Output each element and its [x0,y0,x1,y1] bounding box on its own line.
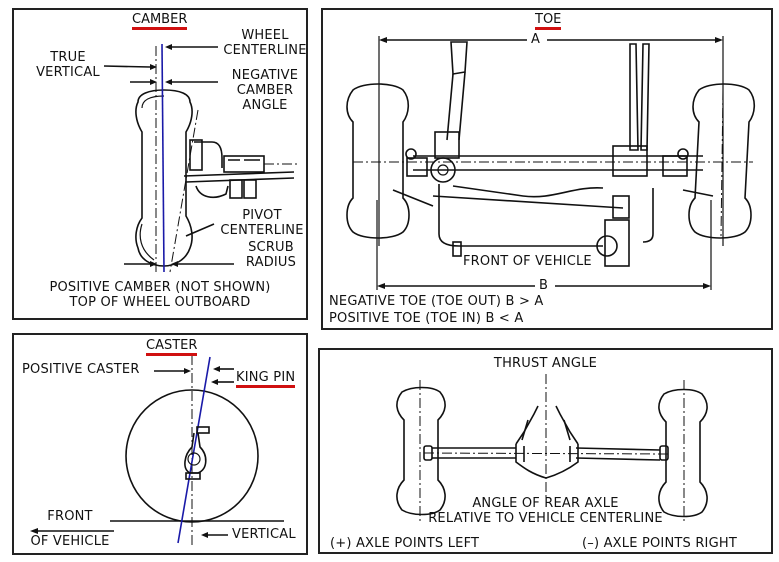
camber-arrows [103,44,234,267]
wheel-centerline-label: WHEEL CENTERLINE [223,28,307,58]
thrust-drawing [396,374,708,522]
toe-drawing [346,36,756,290]
caster-vertical-label: VERTICAL [232,527,296,542]
camber-drawing [103,43,298,273]
axle-points-right-label: (–) AXLE POINTS RIGHT [582,536,737,551]
axle-points-left-label: (+) AXLE POINTS LEFT [330,536,480,551]
negative-camber-angle-label: NEGATIVE CAMBER ANGLE [231,68,299,113]
caster-drawing [30,355,284,547]
thrust-left-tire [396,386,446,516]
caster-title: CASTER [146,338,198,356]
camber-title: CAMBER [132,12,188,30]
camber-suspension [183,139,298,199]
dimension-a [378,36,724,246]
positive-caster-label: POSITIVE CASTER [22,362,140,377]
camber-footer: POSITIVE CAMBER (NOT SHOWN) TOP OF WHEEL… [49,280,271,310]
dimension-a-label: A [531,32,541,47]
toe-axle-assembly [353,41,753,267]
wheel-centerline [161,43,165,273]
caster-front-of-vehicle-label: FRONT OF VEHICLE [30,509,110,549]
camber-tire [135,89,193,267]
toe-right-tire [688,83,756,239]
toe-title: TOE [535,12,562,30]
thrust-right-tire [658,388,708,518]
toe-panel: TOE A B FRONT OF VEHICLE NEGATIVE TOE (T… [321,8,773,330]
true-vertical-label: TRUE VERTICAL [36,50,100,80]
toe-footer: NEGATIVE TOE (TOE OUT) B > A POSITIVE TO… [329,294,544,326]
caster-arrows [30,366,234,538]
dimension-b-label: B [539,278,549,293]
toe-left-tire [346,83,410,239]
toe-front-of-vehicle-label: FRONT OF VEHICLE [463,254,592,269]
dimension-b [376,200,712,290]
caster-knuckle [184,426,210,480]
king-pin-axis [177,356,211,544]
thrust-angle-panel: THRUST ANGLE ANGLE OF REAR AXLE RELATIVE… [318,348,773,554]
rear-axle [423,405,669,479]
caster-panel: CASTER POSITIVE CASTER KING PIN FRONT OF… [12,333,308,555]
thrust-angle-description: ANGLE OF REAR AXLE RELATIVE TO VEHICLE C… [428,496,663,526]
pivot-centerline-line [169,109,199,273]
camber-panel: CAMBER TRUE VERTICAL WHEEL CENTERLINE NE… [12,8,308,320]
scrub-radius-label: SCRUB RADIUS [245,240,297,270]
king-pin-label: KING PIN [236,370,296,388]
pivot-centerline-label: PIVOT CENTERLINE [220,208,304,238]
thrust-angle-title: THRUST ANGLE [493,356,598,371]
